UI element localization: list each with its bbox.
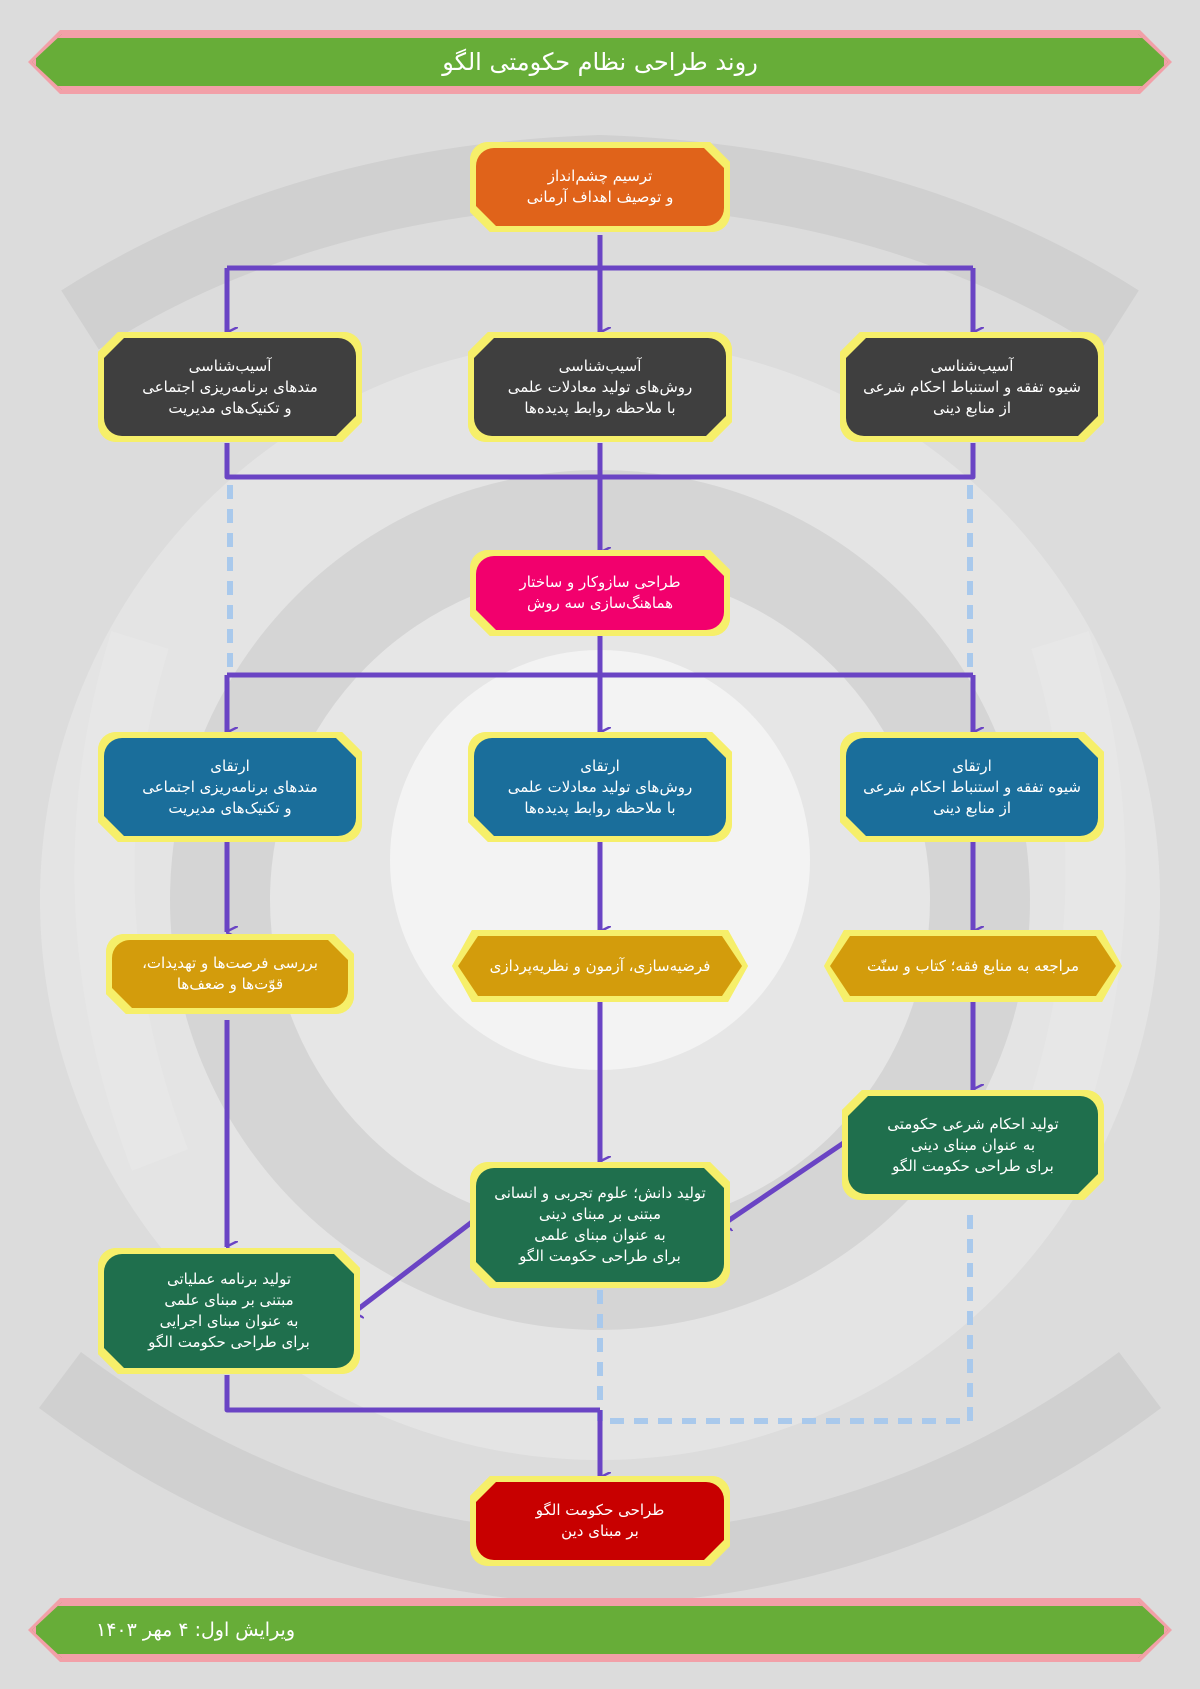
- node-knowledge: تولید دانش؛ علوم تجربی و انسانی مبتنی بر…: [476, 1168, 724, 1282]
- connector-vision-branch: [227, 235, 973, 271]
- node-pathology-science: آسیب‌شناسی روش‌های تولید معادلات علمی با…: [474, 338, 726, 436]
- node-pathology-jurisprudence: آسیب‌شناسی شیوه تفقه و استنباط احکام شرع…: [846, 338, 1098, 436]
- node-swot-line-1: بررسی فرصت‌ها و تهدیدات،: [142, 954, 318, 972]
- node-hypothesis-line-1: فرضیه‌سازی، آزمون و نظریه‌پردازی: [489, 956, 711, 975]
- node-operational-plan: تولید برنامه عملیاتی مبتنی بر مبنای علمی…: [104, 1254, 354, 1368]
- node-improve-management-line-3: و تکنیک‌های مدیریت: [168, 798, 292, 817]
- node-coordination: طراحی سازوکار و ساختار هماهنگ‌سازی سه رو…: [476, 556, 724, 630]
- node-improve-jurisprudence-line-3: از منابع دینی: [932, 798, 1012, 817]
- node-final-line-2: بر مبنای دین: [561, 1522, 639, 1540]
- connector-rulings-to-knowledge: [722, 1137, 850, 1225]
- node-improve-management: ارتقای متدهای برنامه‌ریزی اجتماعی و تکنی…: [104, 738, 356, 836]
- node-pathology-management-line-3: و تکنیک‌های مدیریت: [168, 398, 292, 417]
- node-improve-management-line-1: ارتقای: [210, 756, 250, 775]
- node-knowledge-line-2: مبتنی بر مبنای دینی: [538, 1205, 662, 1223]
- node-swot: بررسی فرصت‌ها و تهدیدات، قوّت‌ها و ضعف‌ه…: [112, 940, 348, 1008]
- dashed-feedback-lines: [227, 485, 973, 1424]
- node-sources: مراجعه به منابع فقه؛ کتاب و سنّت: [830, 936, 1116, 996]
- node-improve-jurisprudence-line-2: شیوه تفقه و استنباط احکام شرعی: [863, 777, 1081, 796]
- node-coordination-line-1: طراحی سازوکار و ساختار: [519, 573, 681, 591]
- node-pathology-science-line-3: با ملاحظه روابط پدیده‌ها: [524, 398, 676, 417]
- node-final-line-1: طراحی حکومت الگو: [535, 1501, 665, 1519]
- node-pathology-jurisprudence-line-3: از منابع دینی: [932, 398, 1012, 417]
- node-improve-jurisprudence-line-1: ارتقای: [952, 756, 992, 775]
- node-hypothesis: فرضیه‌سازی، آزمون و نظریه‌پردازی: [458, 936, 742, 996]
- node-operational-plan-line-4: برای طراحی حکومت الگو: [148, 1333, 310, 1351]
- node-pathology-science-line-1: آسیب‌شناسی: [558, 356, 642, 375]
- node-pathology-jurisprudence-line-1: آسیب‌شناسی: [930, 356, 1014, 375]
- title-banner: روند طراحی نظام حکومتی الگو: [32, 34, 1168, 90]
- node-rulings-line-3: برای طراحی حکومت الگو: [892, 1156, 1054, 1175]
- page-title: روند طراحی نظام حکومتی الگو: [442, 48, 758, 76]
- node-swot-line-2: قوّت‌ها و ضعف‌ها: [176, 975, 284, 993]
- connector-plan-merge: [224, 1375, 600, 1413]
- node-improve-science-line-2: روش‌های تولید معادلات علمی: [507, 777, 693, 796]
- node-sources-line-1: مراجعه به منابع فقه؛ کتاب و سنّت: [866, 956, 1080, 975]
- node-improve-science-line-1: ارتقای: [580, 756, 620, 775]
- node-improve-jurisprudence: ارتقای شیوه تفقه و استنباط احکام شرعی از…: [846, 738, 1098, 836]
- node-operational-plan-line-1: تولید برنامه عملیاتی: [166, 1270, 292, 1288]
- node-pathology-jurisprudence-line-2: شیوه تفقه و استنباط احکام شرعی: [863, 377, 1081, 396]
- node-improve-science: ارتقای روش‌های تولید معادلات علمی با ملا…: [474, 738, 726, 836]
- connector-knowledge-to-operational-plan: [353, 1220, 474, 1313]
- node-rulings: تولید احکام شرعی حکومتی به عنوان مبنای د…: [848, 1096, 1098, 1194]
- node-pathology-management: آسیب‌شناسی متدهای برنامه‌ریزی اجتماعی و …: [104, 338, 356, 436]
- node-knowledge-line-1: تولید دانش؛ علوم تجربی و انسانی: [494, 1184, 706, 1202]
- node-vision-line-1: ترسیم چشم‌انداز: [547, 167, 653, 185]
- node-final: طراحی حکومت الگو بر مبنای دین: [476, 1482, 724, 1560]
- node-coordination-line-2: هماهنگ‌سازی سه روش: [526, 594, 674, 612]
- node-operational-plan-line-2: مبتنی بر مبنای علمی: [164, 1291, 294, 1309]
- node-knowledge-line-4: برای طراحی حکومت الگو: [519, 1247, 681, 1265]
- node-improve-science-line-3: با ملاحظه روابط پدیده‌ها: [524, 798, 676, 817]
- node-improve-management-line-2: متدهای برنامه‌ریزی اجتماعی: [142, 777, 318, 796]
- node-vision: ترسیم چشم‌انداز و توصیف اهداف آرمانی: [476, 148, 724, 226]
- node-operational-plan-line-3: به عنوان مبنای اجرایی: [159, 1312, 299, 1330]
- footer-banner: ویرایش اول: ۴ مهر ۱۴۰۳: [32, 1602, 1168, 1658]
- node-pathology-science-line-2: روش‌های تولید معادلات علمی: [507, 377, 693, 396]
- node-pathology-management-line-2: متدهای برنامه‌ریزی اجتماعی: [142, 377, 318, 396]
- node-pathology-management-line-1: آسیب‌شناسی: [188, 356, 272, 375]
- node-rulings-line-1: تولید احکام شرعی حکومتی: [887, 1114, 1059, 1133]
- node-rulings-line-2: به عنوان مبنای دینی: [910, 1135, 1036, 1154]
- connector-coordination-branch: [227, 635, 973, 678]
- connector-pathology-merge: [224, 443, 976, 480]
- edition-date: ویرایش اول: ۴ مهر ۱۴۰۳: [96, 1619, 296, 1641]
- node-knowledge-line-3: به عنوان مبنای علمی: [534, 1226, 666, 1244]
- node-vision-line-2: و توصیف اهداف آرمانی: [526, 188, 674, 206]
